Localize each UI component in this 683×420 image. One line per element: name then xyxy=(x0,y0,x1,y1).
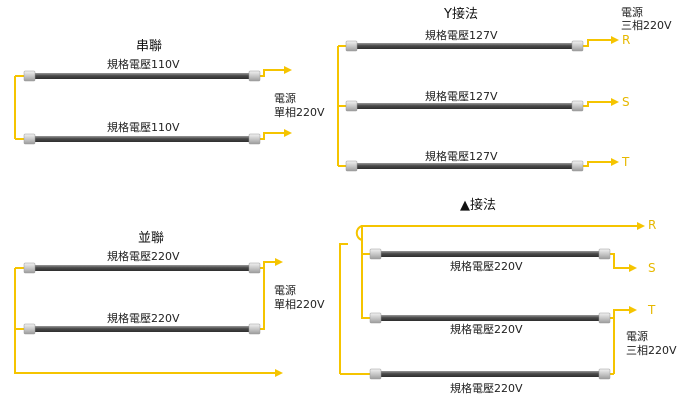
y-title: Y接法 xyxy=(444,7,478,22)
y-arrows xyxy=(611,36,619,166)
parallel-power-spec: 單相220V xyxy=(274,298,325,311)
y-wiring xyxy=(337,39,612,167)
delta-heater-2-voltage: 規格電壓220V xyxy=(450,323,523,336)
delta-heater-2 xyxy=(369,312,611,324)
series-arrows xyxy=(284,66,292,137)
parallel-heater-2-voltage: 規格電壓220V xyxy=(107,312,180,325)
delta-wiring xyxy=(339,225,638,375)
y-heater-2-voltage: 規格電壓127V xyxy=(425,90,498,103)
delta-phase-s: S xyxy=(648,261,656,275)
y-power-spec: 三相220V xyxy=(621,19,672,32)
delta-title: ▲接法 xyxy=(460,198,496,213)
y-heater-3 xyxy=(345,160,584,172)
series-heater-1-voltage: 規格電壓110V xyxy=(107,58,180,71)
y-phase-r: R xyxy=(622,33,631,47)
delta-power-label: 電源 xyxy=(626,330,648,343)
y-heater-1-voltage: 規格電壓127V xyxy=(425,29,498,42)
y-power-label: 電源 xyxy=(621,6,643,19)
delta-power-spec: 三相220V xyxy=(626,344,677,357)
y-phase-s: S xyxy=(622,95,630,109)
y-phase-t: T xyxy=(622,155,630,169)
series-power-spec: 單相220V xyxy=(274,106,325,119)
series-heater-2-voltage: 規格電壓110V xyxy=(107,121,180,134)
delta-heater-3 xyxy=(369,368,611,380)
delta-phase-t: T xyxy=(648,303,656,317)
delta-heater-3-voltage: 規格電壓220V xyxy=(450,382,523,395)
parallel-heater-1-voltage: 規格電壓220V xyxy=(107,250,180,263)
y-heater-2 xyxy=(345,100,584,112)
delta-heater-1 xyxy=(369,248,611,260)
series-power-label: 電源 xyxy=(274,92,296,105)
delta-arrows xyxy=(629,222,645,314)
delta-heater-1-voltage: 規格電壓220V xyxy=(450,260,523,273)
parallel-power-label: 電源 xyxy=(274,284,296,297)
parallel-arrows xyxy=(275,258,283,377)
y-heater-3-voltage: 規格電壓127V xyxy=(425,150,498,163)
series-heater-2 xyxy=(23,133,261,145)
parallel-heater-2 xyxy=(23,323,261,335)
series-title: 串聯 xyxy=(136,39,163,54)
parallel-heater-1 xyxy=(23,262,261,274)
parallel-title: 並聯 xyxy=(138,231,165,246)
series-wiring xyxy=(14,69,286,140)
series-heater-1 xyxy=(23,70,261,82)
y-heater-1 xyxy=(345,40,584,52)
delta-phase-r: R xyxy=(648,218,657,232)
